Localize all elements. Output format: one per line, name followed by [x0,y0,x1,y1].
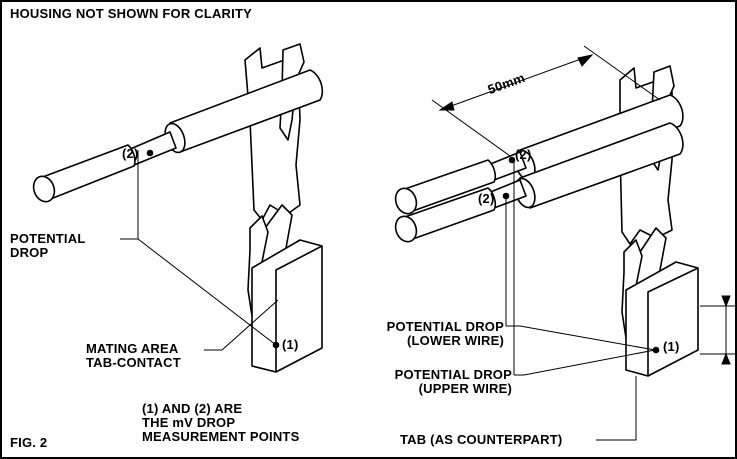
right-tab-edge [647,267,699,376]
tab-counterpart-label: TAB (AS COUNTERPART) [400,432,563,447]
left-lead-insulation [39,144,136,201]
measurement-note-line-3: MEASUREMENT POINTS [142,429,300,444]
mating-area-label: MATING AREA TAB-CONTACT [86,342,181,370]
potential-drop-line-2: DROP [10,245,49,260]
left-point-2-label: (2) [122,146,139,161]
measurement-note-line-2: THE mV DROP [142,415,236,430]
right-point-2-lower-label: (2) [478,191,495,206]
potential-drop-lower-line-2: (LOWER WIRE) [407,333,504,348]
right-tab-plate [625,261,699,377]
potential-drop-upper-label: POTENTIAL DROP (UPPER WIRE) [348,368,512,396]
left-wire-insulation [169,69,324,153]
dim-50mm-arrow-right [577,54,594,67]
dim-50mm-line [439,54,593,111]
potential-drop-line-1: POTENTIAL [10,231,86,246]
measurement-note: (1) AND (2) ARE THE mV DROP MEASUREMENT … [142,402,299,444]
left-tab-edge [275,245,323,372]
mating-area-line-1: MATING AREA [86,341,179,356]
header-note: HOUSING NOT SHOWN FOR CLARITY [10,6,252,21]
potential-drop-upper-line-1: POTENTIAL DROP [394,367,512,382]
right-upper-lead-end [394,187,418,215]
dim-50mm-ext-right [583,45,661,101]
right-upper-wire [519,94,684,181]
mating-area-line-2: TAB-CONTACT [86,355,181,370]
left-assembly [32,43,324,373]
left-point-2-marker [146,149,154,157]
right-lower-wire [519,122,684,209]
potential-drop-upper-line-2: (UPPER WIRE) [418,381,512,396]
left-lead-end [32,175,56,203]
leader-mating-area [204,299,279,351]
right-point-1-label: (1) [663,339,680,354]
leader-tab [596,376,637,441]
left-tab-plate [251,239,323,373]
leader-potential-drop-lower [506,325,656,351]
dim-4mm-arrow-bottom [721,352,731,365]
potential-drop-lower-line-1: POTENTIAL DROP [386,319,504,334]
leader-lines [120,45,737,441]
potential-drop-lower-label: POTENTIAL DROP (LOWER WIRE) [342,320,504,348]
right-assembly [394,65,699,377]
figure-label: FIG. 2 [10,435,48,450]
dim-4mm-arrow-top [721,295,731,308]
right-upper-lead [401,159,497,213]
leader-potential-drop-tab [137,238,277,346]
right-lower-lead-end [394,215,418,243]
dim-50mm-ext-left [431,99,511,157]
dim-50mm-arrow-left [438,101,455,111]
right-point-2-upper-label: (2) [515,147,532,162]
left-point-1-label: (1) [282,337,299,352]
right-lower-lead [401,187,497,241]
leader-potential-drop-upper [514,349,656,376]
measurement-note-line-1: (1) AND (2) ARE [142,401,243,416]
potential-drop-label: POTENTIAL DROP [10,232,85,260]
